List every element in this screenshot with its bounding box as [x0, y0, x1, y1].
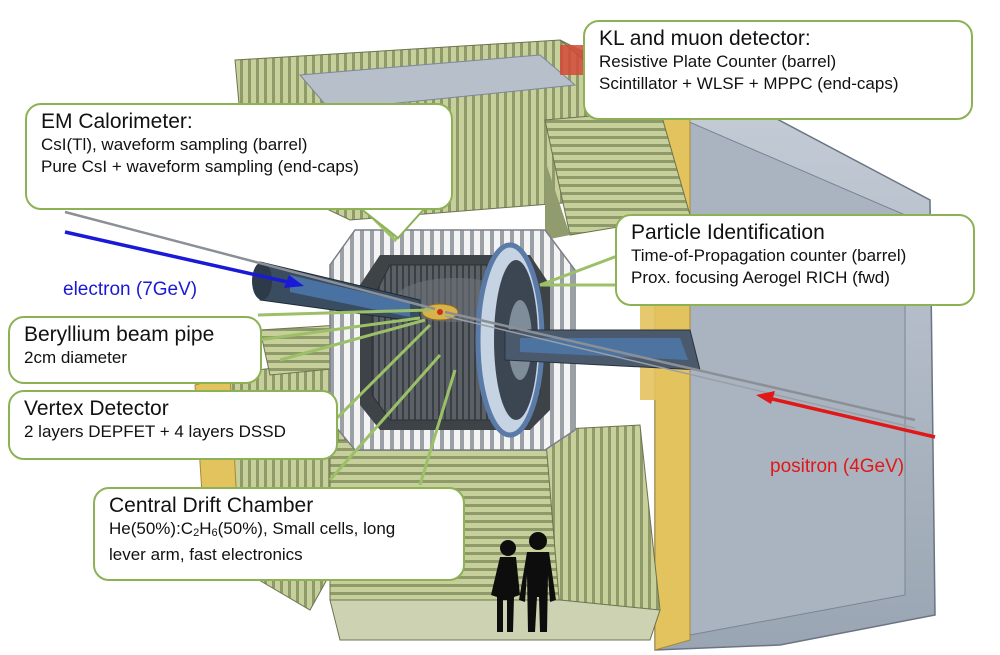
- callout-line: Time-of-Propagation counter (barrel): [631, 246, 907, 265]
- callout-line: Scintillator + WLSF + MPPC (end-caps): [599, 74, 899, 93]
- callout-line: 2cm diameter: [24, 348, 127, 367]
- arrow-left-icon: [756, 391, 936, 439]
- formula-subscript: 2: [193, 527, 200, 539]
- callout-title: Beryllium beam pipe: [24, 323, 215, 346]
- callout-central-drift-chamber: Central Drift Chamber He(50%):C2H6(50%),…: [93, 487, 465, 581]
- callout-beam-pipe: Beryllium beam pipe 2cm diameter: [8, 316, 262, 384]
- callout-line: He(50%):C2H6(50%), Small cells, long: [109, 518, 453, 544]
- callout-kl-muon: KL and muon detector: Resistive Plate Co…: [583, 20, 973, 120]
- callout-line: lever arm, fast electronics: [109, 545, 303, 564]
- callout-particle-identification: Particle Identification Time-of-Propagat…: [615, 214, 975, 306]
- callout-title: EM Calorimeter:: [41, 110, 193, 133]
- callout-vertex-detector: Vertex Detector 2 layers DEPFET + 4 laye…: [8, 390, 338, 460]
- people-silhouette-icon: [491, 532, 556, 632]
- arrow-right-icon: [64, 230, 304, 288]
- callout-line: 2 layers DEPFET + 4 layers DSSD: [24, 422, 286, 441]
- callout-title: Vertex Detector: [24, 397, 169, 420]
- positron-label: positron (4GeV): [770, 456, 905, 477]
- yoke-top-right: [544, 109, 691, 240]
- iron-yoke: [640, 91, 936, 651]
- callout-title: KL and muon detector:: [599, 27, 811, 50]
- callout-line: Prox. focusing Aerogel RICH (fwd): [631, 268, 890, 287]
- formula-part: (50%), Small cells, long: [217, 519, 396, 538]
- callout-title: Particle Identification: [631, 221, 825, 244]
- callout-em-calorimeter: EM Calorimeter: CsI(Tl), waveform sampli…: [25, 103, 453, 210]
- beam-line-electron: [64, 210, 436, 311]
- beam-pipe-left: [252, 261, 421, 323]
- callout-line: Resistive Plate Counter (barrel): [599, 52, 837, 71]
- electron-label: electron (7GeV): [63, 279, 198, 300]
- callout-leaders: [257, 208, 650, 486]
- formula-part: He(50%):C: [109, 519, 194, 538]
- callout-title: Central Drift Chamber: [109, 494, 314, 517]
- callout-line: Pure CsI + waveform sampling (end-caps): [41, 157, 359, 176]
- beam-line-positron: [444, 310, 916, 422]
- callout-line: CsI(Tl), waveform sampling (barrel): [41, 135, 308, 154]
- formula-subscript: 6: [211, 527, 218, 539]
- formula-part: H: [199, 519, 212, 538]
